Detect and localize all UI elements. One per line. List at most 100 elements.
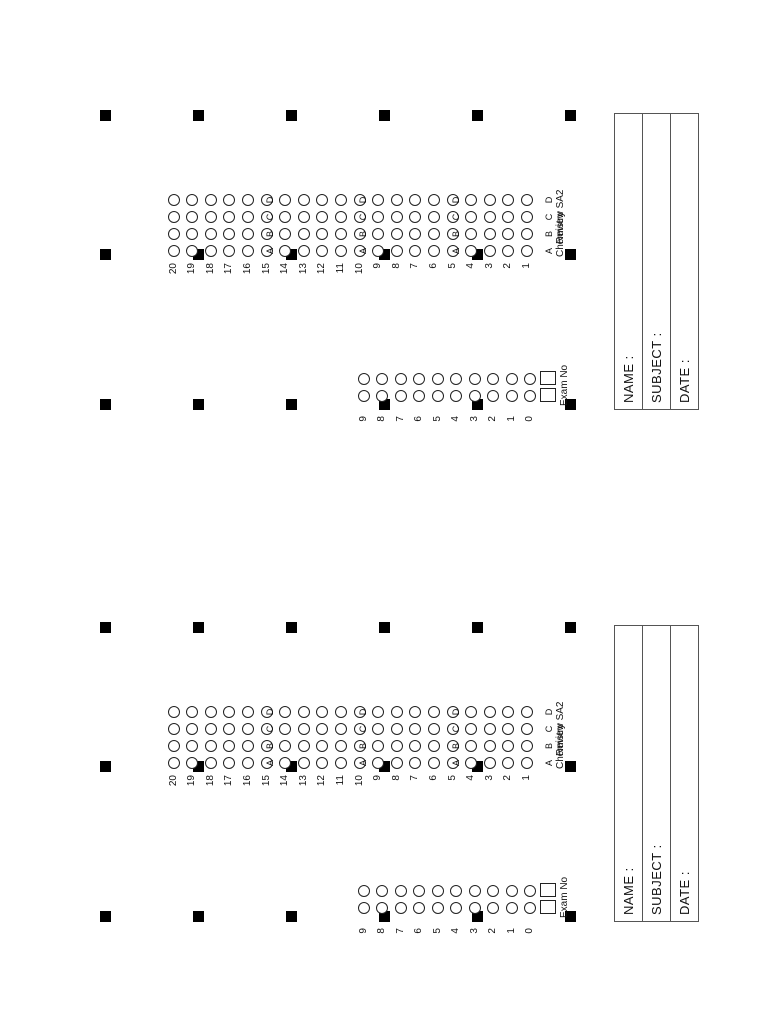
digit-bubble[interactable] (450, 390, 462, 402)
answer-bubble[interactable] (241, 228, 254, 240)
digit-bubble[interactable] (505, 373, 518, 385)
answer-bubble[interactable] (483, 245, 496, 257)
answer-bubble[interactable] (297, 740, 310, 752)
answer-bubble[interactable] (186, 706, 198, 718)
answer-bubble[interactable] (372, 757, 384, 769)
answer-bubble[interactable] (390, 228, 403, 240)
digit-bubble[interactable] (394, 902, 407, 914)
subject-field[interactable]: SUBJECT : (643, 114, 671, 409)
answer-bubble[interactable] (279, 757, 291, 769)
answer-bubble[interactable] (223, 245, 235, 257)
answer-bubble[interactable] (427, 228, 440, 240)
answer-bubble[interactable] (204, 723, 217, 735)
answer-bubble[interactable] (204, 706, 217, 718)
digit-bubble[interactable] (394, 390, 407, 402)
answer-bubble[interactable] (186, 194, 198, 206)
answer-bubble[interactable] (204, 740, 217, 752)
answer-bubble[interactable] (390, 211, 403, 223)
digit-bubble[interactable] (487, 902, 499, 914)
digit-bubble[interactable] (468, 902, 481, 914)
answer-bubble[interactable] (223, 757, 235, 769)
answer-bubble[interactable] (502, 228, 514, 240)
answer-bubble[interactable] (167, 740, 180, 752)
answer-bubble[interactable] (409, 194, 421, 206)
answer-bubble[interactable] (186, 211, 198, 223)
digit-bubble[interactable] (394, 885, 407, 897)
answer-bubble[interactable] (390, 723, 403, 735)
answer-bubble[interactable] (186, 740, 198, 752)
answer-bubble[interactable] (465, 740, 477, 752)
answer-bubble[interactable] (520, 228, 533, 240)
answer-bubble[interactable] (390, 740, 403, 752)
answer-bubble[interactable] (334, 723, 347, 735)
answer-bubble[interactable] (483, 757, 496, 769)
digit-bubble[interactable] (394, 373, 407, 385)
answer-bubble[interactable] (409, 706, 421, 718)
answer-bubble[interactable] (390, 245, 403, 257)
answer-bubble[interactable] (483, 211, 496, 223)
digit-bubble[interactable] (487, 390, 499, 402)
answer-bubble[interactable] (502, 757, 514, 769)
digit-bubble[interactable] (524, 885, 536, 897)
digit-bubble[interactable] (413, 885, 425, 897)
subject-field[interactable]: SUBJECT : (643, 626, 671, 921)
digit-bubble[interactable] (524, 902, 536, 914)
answer-bubble[interactable] (204, 228, 217, 240)
answer-bubble[interactable] (390, 757, 403, 769)
answer-bubble[interactable] (316, 723, 328, 735)
digit-bubble[interactable] (505, 902, 518, 914)
answer-bubble[interactable] (427, 194, 440, 206)
answer-bubble[interactable] (502, 245, 514, 257)
answer-bubble[interactable] (334, 245, 347, 257)
answer-bubble[interactable] (465, 757, 477, 769)
answer-bubble[interactable] (372, 706, 384, 718)
answer-bubble[interactable] (316, 194, 328, 206)
digit-bubble[interactable] (487, 373, 499, 385)
answer-bubble[interactable] (427, 706, 440, 718)
answer-bubble[interactable] (372, 211, 384, 223)
answer-bubble[interactable] (372, 723, 384, 735)
answer-bubble[interactable] (223, 740, 235, 752)
date-field[interactable]: DATE : (677, 871, 692, 915)
digit-bubble[interactable] (487, 885, 499, 897)
answer-bubble[interactable] (372, 228, 384, 240)
answer-bubble[interactable] (427, 211, 440, 223)
answer-bubble[interactable] (372, 740, 384, 752)
answer-bubble[interactable] (465, 228, 477, 240)
answer-bubble[interactable] (279, 228, 291, 240)
answer-bubble[interactable] (334, 194, 347, 206)
answer-bubble[interactable] (483, 228, 496, 240)
answer-bubble[interactable] (409, 757, 421, 769)
digit-bubble[interactable] (505, 390, 518, 402)
answer-bubble[interactable] (520, 194, 533, 206)
answer-bubble[interactable] (465, 723, 477, 735)
answer-bubble[interactable] (334, 706, 347, 718)
answer-bubble[interactable] (483, 194, 496, 206)
digit-bubble[interactable] (431, 902, 444, 914)
answer-bubble[interactable] (241, 723, 254, 735)
digit-bubble[interactable] (376, 373, 388, 385)
answer-bubble[interactable] (167, 211, 180, 223)
answer-bubble[interactable] (167, 706, 180, 718)
answer-bubble[interactable] (502, 211, 514, 223)
name-field[interactable]: NAME : (615, 114, 643, 409)
answer-bubble[interactable] (427, 757, 440, 769)
answer-bubble[interactable] (390, 706, 403, 718)
answer-bubble[interactable] (297, 228, 310, 240)
answer-bubble[interactable] (483, 706, 496, 718)
answer-bubble[interactable] (520, 740, 533, 752)
answer-bubble[interactable] (167, 228, 180, 240)
date-field[interactable]: DATE : (677, 359, 692, 403)
answer-bubble[interactable] (279, 211, 291, 223)
answer-bubble[interactable] (502, 740, 514, 752)
answer-bubble[interactable] (409, 740, 421, 752)
answer-bubble[interactable] (241, 706, 254, 718)
answer-bubble[interactable] (223, 706, 235, 718)
answer-bubble[interactable] (465, 194, 477, 206)
exam-number-box[interactable] (540, 900, 556, 914)
answer-bubble[interactable] (186, 757, 198, 769)
digit-bubble[interactable] (450, 902, 462, 914)
answer-bubble[interactable] (241, 194, 254, 206)
answer-bubble[interactable] (204, 245, 217, 257)
answer-bubble[interactable] (297, 706, 310, 718)
